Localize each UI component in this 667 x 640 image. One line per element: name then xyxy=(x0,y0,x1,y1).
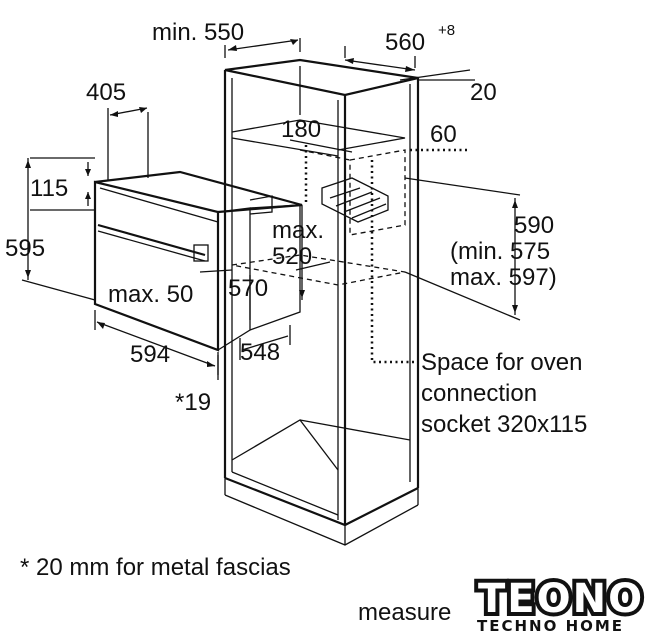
socket-note-line3: socket 320x115 xyxy=(421,411,587,438)
logo-brand: TEONO xyxy=(478,576,644,622)
label-590-min: (min. 575 xyxy=(450,238,550,265)
socket-note-line1: Space for oven xyxy=(421,349,582,376)
label-548: 548 xyxy=(240,339,280,366)
label-590: 590 xyxy=(514,212,554,239)
label-560: 560 xyxy=(385,29,425,56)
label-595: 595 xyxy=(5,235,45,262)
label-max-520-line1: max. xyxy=(272,217,324,244)
label-max-50: max. 50 xyxy=(108,281,193,308)
label-max-520-line2: 520 xyxy=(272,243,312,270)
label-19: *19 xyxy=(175,389,211,416)
label-570: 570 xyxy=(228,275,268,302)
bottom-caption: measure xyxy=(358,599,451,626)
label-560-tolerance: +8 xyxy=(438,22,455,39)
logo-subtitle: TECHNO HOME xyxy=(477,617,624,635)
dimension-lines xyxy=(21,38,521,380)
socket-note-line2: connection xyxy=(421,380,537,407)
footnote: * 20 mm for metal fascias xyxy=(20,554,291,581)
dimension-labels: min. 550 560 +8 20 405 180 60 115 590 (m… xyxy=(5,19,557,416)
label-405: 405 xyxy=(86,79,126,106)
label-115: 115 xyxy=(30,175,68,202)
socket-note: Space for oven connection socket 320x115 xyxy=(421,349,587,438)
oven-drawing xyxy=(93,170,303,352)
teono-logo: TEONO TECHNO HOME xyxy=(470,572,646,635)
label-60: 60 xyxy=(430,121,457,148)
label-20: 20 xyxy=(470,79,497,106)
label-590-max: max. 597) xyxy=(450,264,557,291)
label-594: 594 xyxy=(130,341,170,368)
label-min-550: min. 550 xyxy=(152,19,244,46)
cabinet-drawing xyxy=(223,58,420,546)
label-180: 180 xyxy=(281,116,321,143)
